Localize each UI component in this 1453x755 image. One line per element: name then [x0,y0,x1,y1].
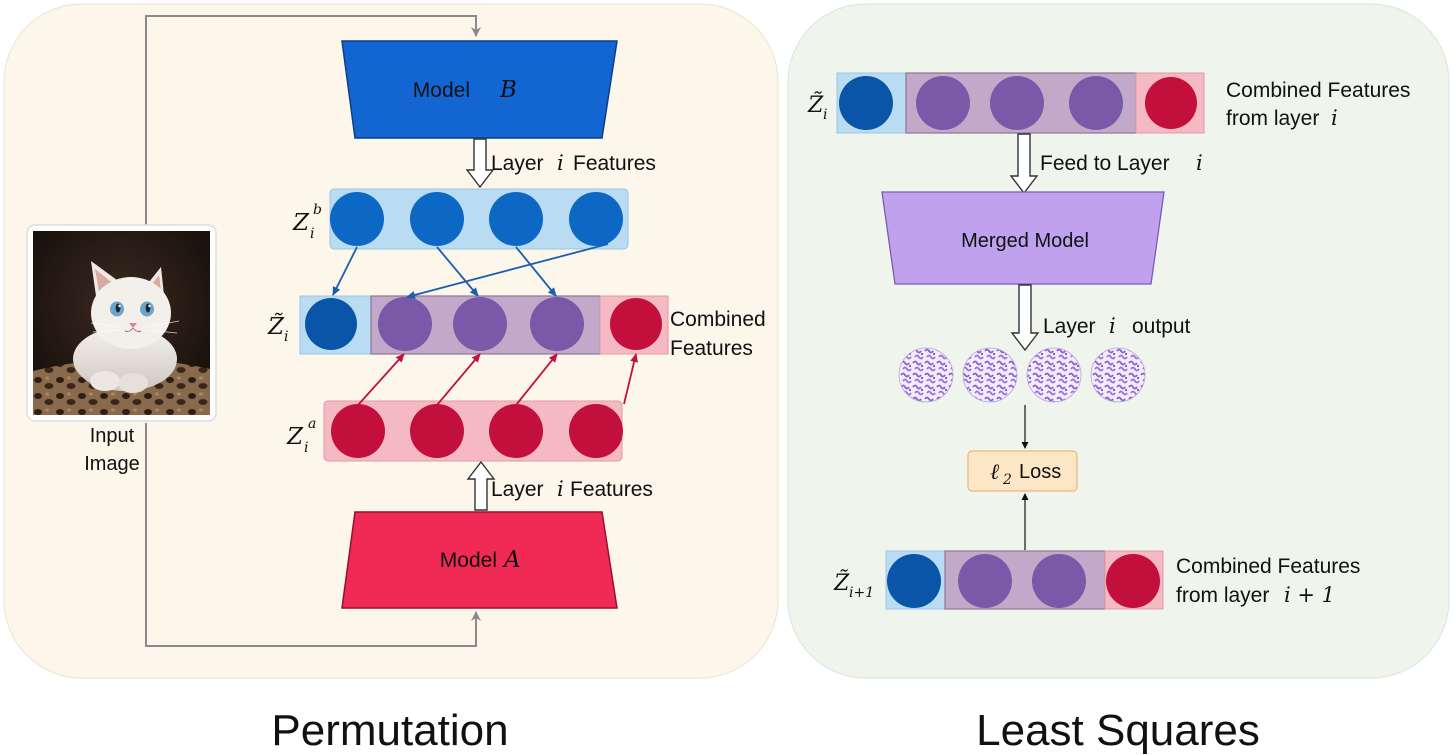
za-node-3 [489,404,543,458]
combined-label-line1: Combined [670,308,766,331]
bottom-z-node-1 [887,554,941,608]
bottom-desc-line2: from layer [1176,584,1269,607]
loss-label: Loss [1019,461,1061,483]
model-a-var: A [502,547,521,573]
bottom-z-node-3 [1032,554,1086,608]
top-z-node-4 [1069,76,1123,130]
zt-node-3 [453,297,507,351]
zt-node-1 [305,298,357,350]
za-label: Z [286,424,304,450]
model-b-down-arrow [465,138,495,189]
output-node-3 [1026,347,1082,403]
top-desc-line1: Combined Features [1226,79,1410,102]
model-a-up-arrow [466,460,496,511]
perm-arrow-a1 [357,353,405,406]
zb-label: Z [292,210,310,236]
perm-arrow-a2 [436,353,481,406]
perm-arrow-b3 [515,246,557,297]
output-node-4 [1090,347,1146,403]
output-down-arrow [1010,284,1040,352]
top-z-node-2 [916,76,970,130]
output-var: i [1109,314,1116,338]
loss-box [967,450,1078,492]
zt-node-5 [610,298,662,350]
zb-node-3 [489,192,543,246]
feed-label: Feed to Layer [1040,152,1170,175]
loss-sub: 2 [1002,472,1012,488]
zt-label: Z̃ [267,314,285,340]
least-squares-panel [787,3,1450,679]
zt-node-2 [378,297,432,351]
bottom-z-label: Z̃ [833,570,850,596]
model-b-label: Model [413,79,470,102]
za-node-2 [410,404,464,458]
output-node-2 [962,347,1018,403]
za-node-4 [569,404,623,458]
za-sub: i [304,440,308,456]
perm-arrow-b1 [332,246,358,296]
output-node-1 [898,347,954,403]
bottom-arrow-label: Layer [491,478,544,501]
combined-label-line2: Features [670,337,753,360]
input-label-line1: Input [90,425,135,447]
zb-sup: b [313,202,322,218]
top-z-sub: i [823,107,827,123]
bottom-arrow-var: i [557,477,564,501]
bottom-z-sub: i+1 [849,585,874,601]
bottom-z-node-2 [958,554,1012,608]
feed-var: i [1196,151,1203,175]
least-squares-caption: Least Squares [976,706,1260,755]
input-to-model-b-line [145,15,481,226]
model-a-label: Model [440,549,497,572]
model-b-block [341,40,618,139]
top-z-node-3 [990,76,1044,130]
zt-node-4 [530,297,584,351]
zb-node-2 [410,192,464,246]
output-suffix: output [1132,315,1191,338]
top-z-label: Z̃ [807,92,824,118]
top-z-node-1 [839,76,893,130]
input-label-line2: Image [84,453,140,475]
merged-model-label: Merged Model [961,230,1089,252]
bottom-arrow-suffix: Features [570,478,653,501]
perm-arrow-b2 [436,246,479,297]
perm-arrow-a4 [623,353,639,405]
zb-node-1 [330,192,384,246]
perm-arrow-a3 [515,353,558,406]
zt-sub: i [284,329,288,345]
input-image-kitten [33,231,210,415]
bottom-desc-line1: Combined Features [1176,555,1360,578]
top-arrow-suffix: Features [573,152,656,175]
top-z-node-5 [1145,77,1197,129]
model-b-var: B [499,77,517,103]
top-arrow-label: Layer [491,152,544,175]
top-desc-line2: from layer [1226,107,1319,130]
bottom-desc-var: i + 1 [1284,583,1335,607]
loss-symbol: ℓ [990,460,1000,485]
merged-model-block [881,191,1165,285]
top-arrow-var: i [557,151,564,175]
za-sup: a [308,416,316,432]
za-node-1 [331,404,385,458]
input-to-model-a-line [145,423,481,647]
top-desc-var: i [1331,106,1338,130]
feed-down-arrow [1009,133,1039,195]
permutation-caption: Permutation [271,706,508,755]
model-a-block [341,511,618,609]
output-label: Layer [1043,315,1096,338]
zb-node-4 [569,192,623,246]
zb-sub: i [310,226,314,242]
bottom-z-node-4 [1106,554,1160,608]
perm-arrow-b4 [406,243,609,299]
